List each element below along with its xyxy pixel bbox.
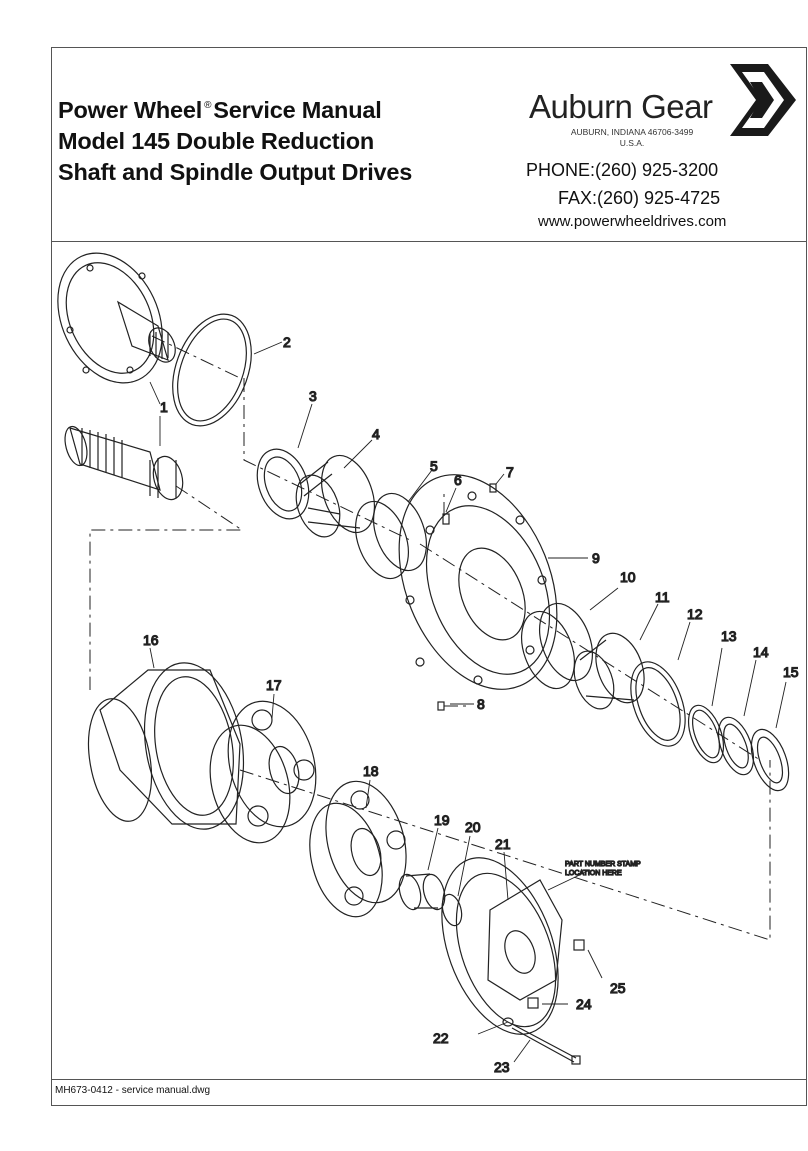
footer-divider bbox=[51, 1079, 807, 1080]
callout-leaders bbox=[149, 341, 787, 1063]
lock-nut-15 bbox=[750, 728, 790, 792]
callout-17: 17 bbox=[266, 677, 282, 693]
title-manual: Service Manual bbox=[213, 97, 382, 123]
callout-8: 8 bbox=[477, 696, 485, 712]
callout-15: 15 bbox=[783, 664, 799, 680]
lock-washer-14 bbox=[717, 716, 755, 776]
callout-2: 2 bbox=[283, 334, 291, 350]
website-link[interactable]: www.powerwheeldrives.com bbox=[538, 213, 727, 230]
plug-7 bbox=[489, 483, 497, 493]
bearing-cup bbox=[355, 492, 427, 580]
callout-21: 21 bbox=[495, 836, 511, 852]
stamp-note-line2: LOCATION HERE bbox=[565, 870, 622, 877]
spline-output-shaft bbox=[64, 425, 184, 501]
callout-3: 3 bbox=[309, 388, 317, 404]
seal-12 bbox=[630, 661, 686, 747]
address-line: AUBURN, INDIANA 46706-3499 bbox=[570, 127, 694, 137]
callout-11: 11 bbox=[655, 589, 670, 605]
callout-6: 6 bbox=[454, 472, 462, 488]
output-carrier bbox=[309, 780, 407, 918]
company-name: Auburn Gear bbox=[529, 88, 713, 125]
callout-22: 22 bbox=[433, 1030, 449, 1046]
callout-25: 25 bbox=[610, 980, 626, 996]
bearing-cone bbox=[295, 454, 375, 538]
callout-18: 18 bbox=[363, 763, 379, 779]
ring-gear bbox=[87, 662, 245, 830]
registered-mark: ® bbox=[204, 100, 212, 111]
title-model: Model 145 Double Reduction bbox=[58, 128, 374, 154]
callout-1: 1 bbox=[160, 399, 168, 415]
callout-23: 23 bbox=[494, 1059, 510, 1075]
nut-24 bbox=[527, 997, 539, 1009]
fax-number: FAX:(260) 925-4725 bbox=[558, 188, 721, 208]
header-divider bbox=[51, 241, 807, 242]
primary-carrier bbox=[209, 700, 317, 844]
auburn-gear-logo-icon bbox=[730, 64, 796, 136]
hub-housing bbox=[398, 474, 558, 690]
callout-14: 14 bbox=[753, 644, 769, 660]
drawing-reference: MH673-0412 - service manual.dwg bbox=[55, 1085, 211, 1096]
callout-16: 16 bbox=[143, 632, 159, 648]
callout-13: 13 bbox=[721, 628, 737, 644]
title-product: Power Wheel bbox=[58, 97, 203, 123]
stud-6 bbox=[442, 513, 450, 525]
title-subject: Shaft and Spindle Output Drives bbox=[58, 159, 413, 185]
input-sun-gear bbox=[398, 873, 446, 911]
callout-19: 19 bbox=[434, 812, 450, 828]
bearing-cup-10 bbox=[521, 602, 593, 690]
callout-24: 24 bbox=[576, 996, 592, 1012]
callout-12: 12 bbox=[687, 606, 703, 622]
washer-22 bbox=[502, 1017, 514, 1027]
manual-title: Power Wheel®Service Manual Model 145 Dou… bbox=[58, 90, 412, 188]
nut-25 bbox=[573, 939, 585, 951]
washer-13 bbox=[687, 704, 725, 764]
callout-7: 7 bbox=[506, 464, 514, 480]
callout-5: 5 bbox=[430, 458, 438, 474]
assembly-centerlines bbox=[89, 335, 771, 941]
shaft-seal bbox=[256, 448, 310, 520]
bolt-23 bbox=[511, 1023, 577, 1063]
input-cover bbox=[441, 857, 563, 1035]
callout-20: 20 bbox=[465, 819, 481, 835]
phone-number: PHONE:(260) 925-3200 bbox=[526, 160, 719, 180]
callout-9: 9 bbox=[592, 550, 600, 566]
country-line: U.S.A. bbox=[619, 138, 645, 148]
callout-10: 10 bbox=[620, 569, 636, 585]
plug-8 bbox=[437, 701, 445, 711]
callout-4: 4 bbox=[372, 426, 380, 442]
o-ring bbox=[172, 313, 252, 427]
stamp-note-line1: PART NUMBER STAMP bbox=[565, 861, 641, 868]
flange-output-shaft bbox=[57, 252, 176, 384]
page-border bbox=[51, 47, 807, 1106]
company-address: AUBURN, INDIANA 46706-3499 U.S.A. bbox=[552, 127, 712, 149]
